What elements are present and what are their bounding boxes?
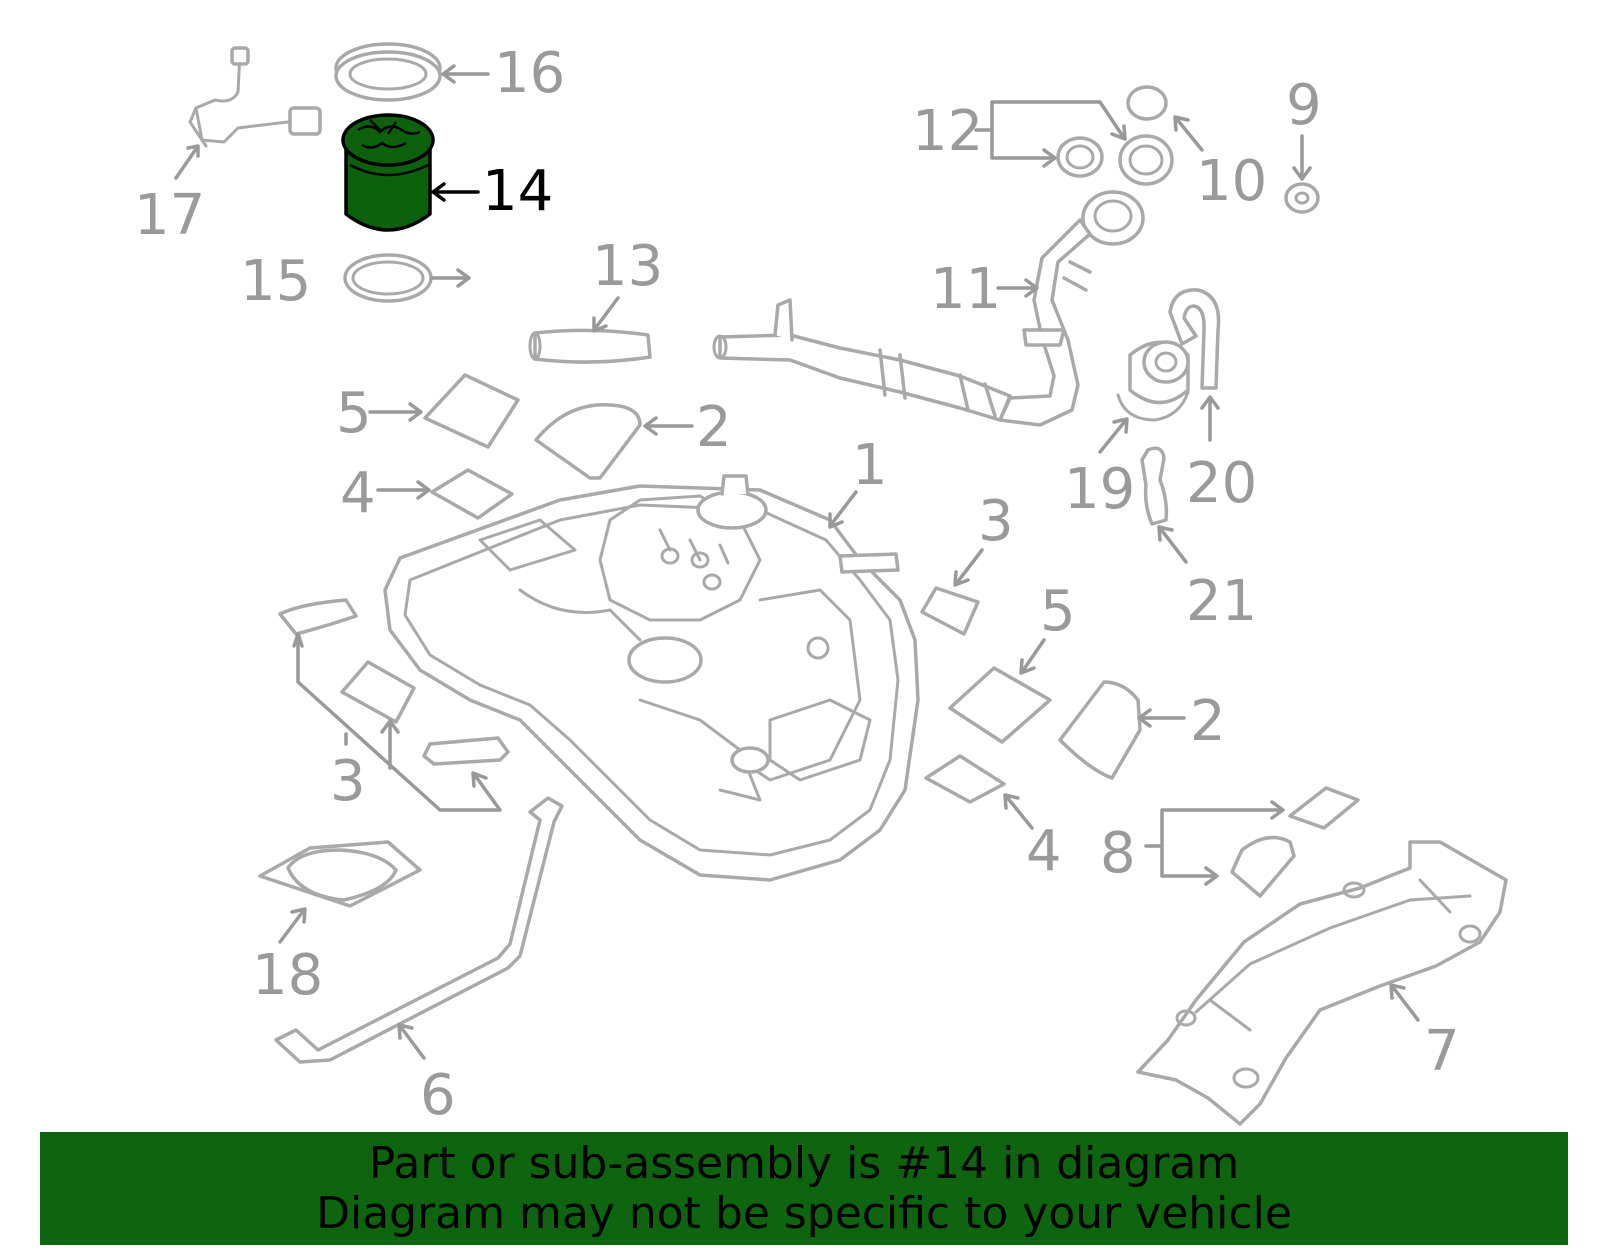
callout-18: 18	[252, 943, 323, 1008]
callout-labels: 16 14 17 15 13 12 10 9 11 5 2 4 1 3 19 2…	[134, 41, 1460, 1128]
part-2-pad-lower	[1058, 680, 1142, 780]
callout-4-upper: 4	[340, 461, 376, 526]
callout-20: 20	[1186, 451, 1257, 516]
part-17-sending-unit	[188, 46, 322, 148]
callout-1: 1	[852, 433, 888, 498]
callout-10: 10	[1196, 149, 1267, 214]
callout-8: 8	[1100, 821, 1136, 886]
callout-2-lower: 2	[1190, 689, 1226, 754]
callout-4-lower: 4	[1026, 819, 1062, 884]
info-banner: Part or sub-assembly is #14 in diagram D…	[40, 1132, 1568, 1245]
callout-15: 15	[240, 249, 311, 314]
callout-21: 21	[1186, 569, 1257, 634]
part-8-pad-upper	[1288, 786, 1360, 830]
part-1-fuel-tank	[383, 474, 920, 882]
callout-14[interactable]: 14	[482, 159, 553, 224]
callout-3-left: 3	[330, 749, 366, 814]
callout-19: 19	[1064, 457, 1135, 522]
part-11-filler-neck	[712, 190, 1145, 427]
callout-5-lower: 5	[1040, 579, 1076, 644]
callout-17: 17	[134, 183, 205, 248]
part-13-hose	[528, 328, 652, 364]
part-21-hose	[1140, 446, 1169, 526]
part-5-pad-lower	[948, 666, 1052, 744]
part-4-pad-lower	[924, 754, 1006, 804]
part-2-pad-upper	[534, 403, 642, 480]
banner-line-disclaimer: Diagram may not be specific to your vehi…	[316, 1187, 1292, 1239]
callout-13: 13	[592, 234, 663, 299]
part-9-grommet	[1284, 182, 1320, 214]
part-20-hose	[1168, 288, 1221, 390]
part-15-gasket	[343, 253, 433, 303]
part-16-lock-ring	[334, 42, 442, 102]
callout-5-upper: 5	[336, 381, 372, 446]
callout-12: 12	[912, 99, 983, 164]
part-8-pad-lower	[1230, 835, 1296, 898]
part-18-access-cover	[258, 840, 422, 908]
part-3-pad-left-c	[422, 736, 510, 766]
callout-3-right: 3	[978, 489, 1014, 554]
callout-6: 6	[420, 1063, 456, 1128]
part-10-o-ring	[1126, 85, 1168, 121]
part-3-pad-left-b	[340, 660, 416, 724]
callout-16: 16	[494, 41, 565, 106]
part-7-heat-shield	[1136, 840, 1508, 1126]
part-12-seal-small	[1056, 136, 1104, 178]
callout-2-upper: 2	[696, 395, 732, 460]
part-12-seal-large	[1118, 134, 1174, 186]
part-6-strap	[274, 796, 564, 1064]
callout-7: 7	[1424, 1019, 1460, 1084]
part-3-pad-left-a	[278, 598, 358, 636]
leader-lines	[174, 64, 1420, 1060]
part-19-valve	[1116, 340, 1190, 422]
banner-line-part: Part or sub-assembly is #14 in diagram	[368, 1137, 1240, 1189]
part-4-pad-upper	[430, 468, 514, 520]
part-5-pad-upper	[423, 373, 520, 449]
part-14-fuel-pump-module[interactable]	[341, 113, 435, 232]
part-3-pad-right	[920, 586, 980, 636]
callout-9: 9	[1286, 73, 1322, 138]
callout-11: 11	[930, 257, 1001, 322]
